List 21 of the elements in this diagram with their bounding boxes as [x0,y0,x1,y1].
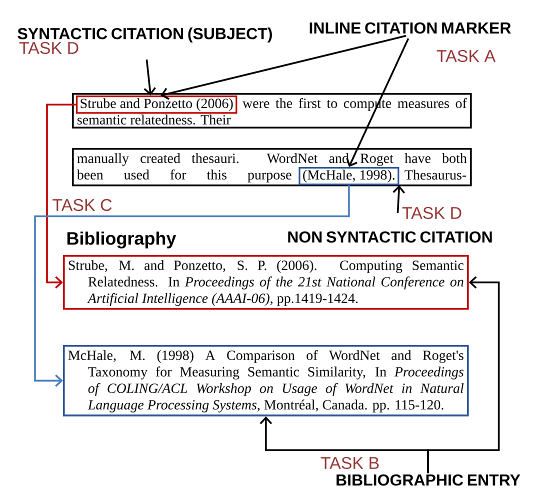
annotation-label: INLINE CITATION MARKER [310,22,511,34]
bibliography-entry: Strube, M. and Ponzetto, S. P. (2006). Computing Semantic Relatedness. In Proceedings of the 21st National Conference on Artificial Intelligence (AAAI-06), pp.1419-1424. [63,255,469,310]
annotation-label: NON SYNTACTIC CITATION [288,231,492,243]
citation-box: Strube and Ponzetto (2006) [76,95,238,114]
bibliography-entry: McHale, M. (1998) A Comparison of WordNet and Roget's Taxonomy for Measuring Semantic Similarity, In Proceedings of COLING/ACL Workshop on Usage of WordNet in Natural Language Processing Systems, Montréal, Canada. pp. 115-120. [63,345,469,416]
task-label: TASK B [320,456,379,470]
annotation-label: BIBLIOGRAPHIC ENTRY [336,474,520,486]
arrow [34,185,350,387]
annotation-label: SYNTACTIC CITATION (SUBJECT) [18,28,272,42]
arrow [160,34,406,100]
edge-label: TASK C [51,198,114,212]
task-label: TASK D [19,42,78,54]
section-heading: Bibliography [67,232,176,248]
arrow [144,59,156,96]
arrow [427,276,500,474]
arrow [46,104,76,289]
arrow [392,185,405,214]
task-label: TASK D [402,206,462,220]
task-label: TASK A [436,50,496,62]
arrow [346,38,410,167]
citation-box: (McHale, 1998). [298,166,400,186]
